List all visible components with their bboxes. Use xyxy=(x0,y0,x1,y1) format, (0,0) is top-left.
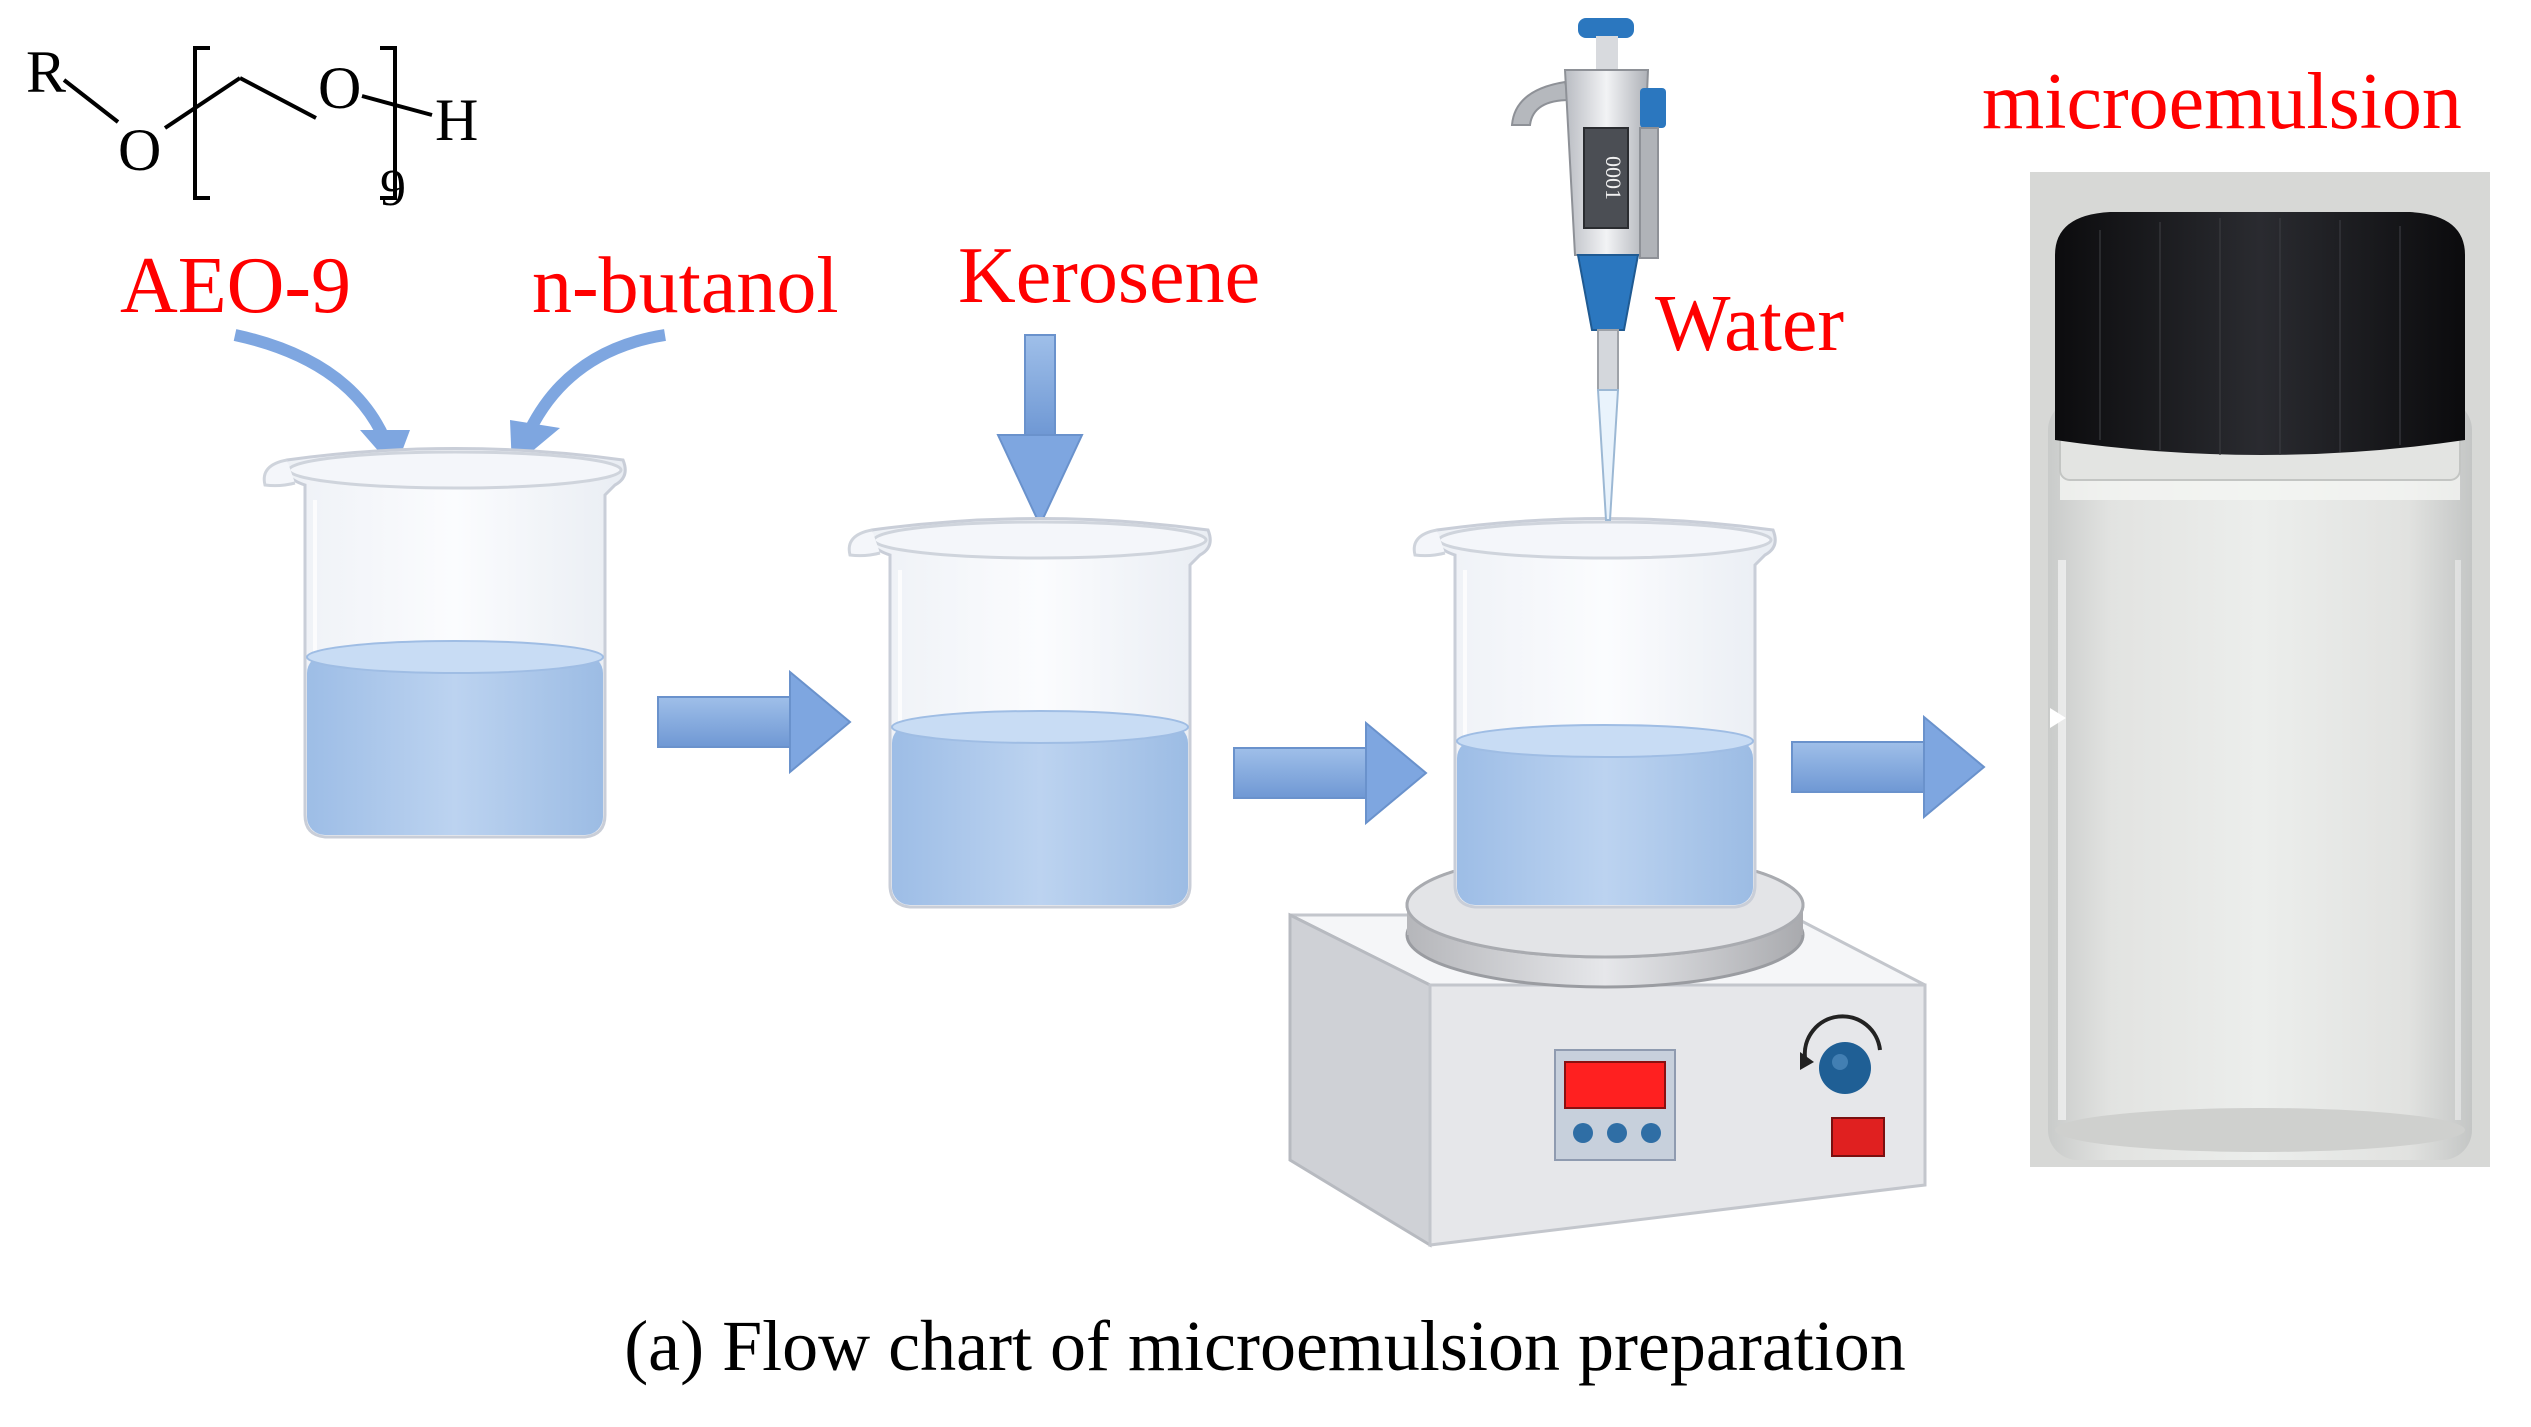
label-nbutanol: n-butanol xyxy=(532,242,839,330)
structure-o2: O xyxy=(318,55,361,121)
structure-o1: O xyxy=(118,117,161,183)
structure-h: H xyxy=(435,87,478,153)
pipette-display: 0001 xyxy=(1601,156,1626,200)
pipette-icon: 0001 xyxy=(1510,18,1666,521)
beaker-icon xyxy=(847,516,1213,909)
structure-r: R xyxy=(26,39,66,105)
power-switch-icon xyxy=(1831,1117,1885,1157)
flow-arrow-icon xyxy=(1233,720,1428,826)
flow-arrow-icon xyxy=(1791,714,1986,820)
aeo9-structure: R O O H 9 xyxy=(26,39,478,217)
label-water: Water xyxy=(1655,280,1844,368)
curved-arrow-icon xyxy=(510,329,666,468)
flow-arrow-icon xyxy=(657,669,852,775)
label-kerosene: Kerosene xyxy=(958,232,1260,320)
beaker-icon xyxy=(1412,516,1778,909)
knob-icon xyxy=(1800,1014,1882,1094)
magnetic-stirrer-icon xyxy=(1288,851,1927,1248)
down-arrow-icon xyxy=(996,334,1084,528)
figure-caption: (a) Flow chart of microemulsion preparat… xyxy=(624,1306,1906,1386)
vial-photo xyxy=(2030,172,2490,1167)
label-microemulsion: microemulsion xyxy=(1982,58,2462,146)
label-aeo9: AEO-9 xyxy=(120,242,351,330)
beaker-icon xyxy=(262,446,628,839)
